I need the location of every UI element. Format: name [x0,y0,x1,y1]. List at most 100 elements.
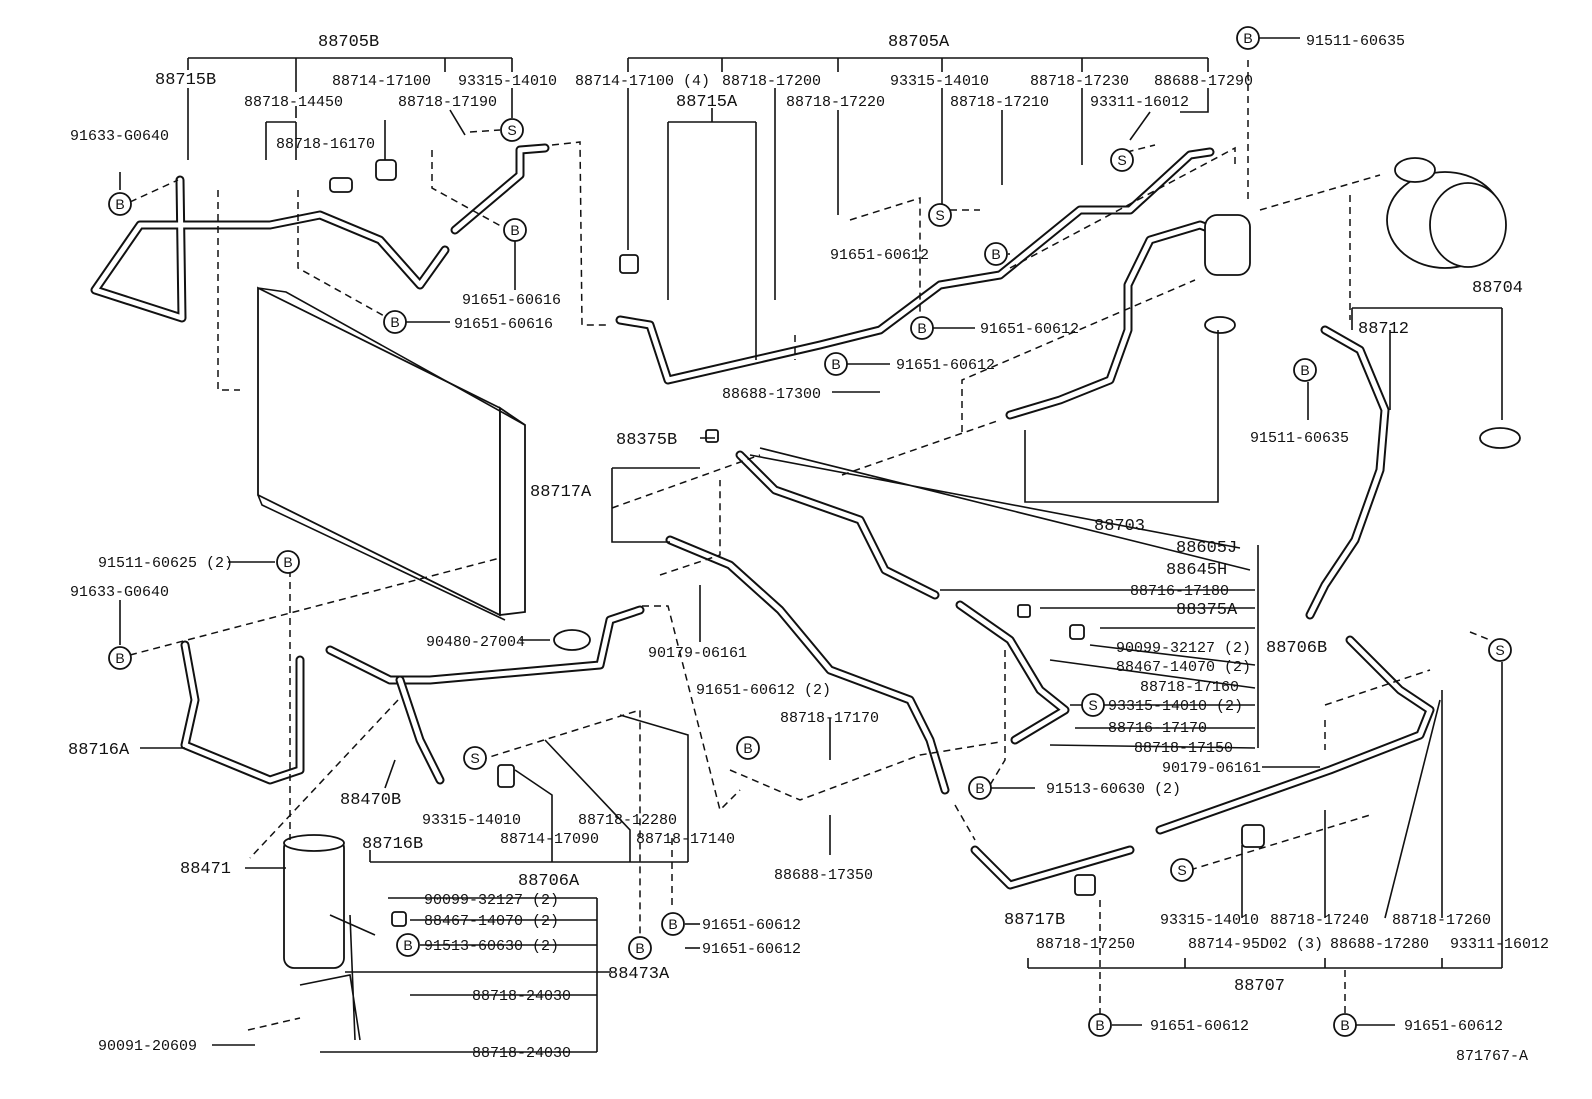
label-88718-17200: 88718-17200 [722,73,821,90]
label-93315-14010-c: 93315-14010 [422,812,521,829]
label-90099-32127-b: 90099-32127 (2) [424,892,559,909]
label-93315-14010-b: 93315-14010 [890,73,989,90]
svg-text:B: B [1243,30,1252,46]
label-93315-14010-2: 93315-14010 (2) [1108,698,1243,715]
svg-text:B: B [1300,362,1309,378]
label-91651-60612-c: 91651-60612 [896,357,995,374]
label-88706b: 88706B [1266,639,1327,658]
label-88718-17240: 88718-17240 [1270,912,1369,929]
svg-text:S: S [1088,697,1097,713]
svg-text:B: B [510,222,519,238]
label-90179-06161-a: 90179-06161 [648,645,747,662]
label-91511-60625: 91511-60625 (2) [98,555,233,572]
label-88471: 88471 [180,860,231,879]
svg-text:S: S [935,207,944,223]
label-88717b: 88717B [1004,911,1065,930]
leader-lines [119,37,1503,1053]
label-91633-g0640-b: 91633-G0640 [70,584,169,601]
label-91651-60612-g: 91651-60612 [1404,1018,1503,1035]
label-88718-17190: 88718-17190 [398,94,497,111]
svg-text:B: B [917,320,926,336]
label-91651-60612-b: 91651-60612 [980,321,1079,338]
label-88718-17210: 88718-17210 [950,94,1049,111]
label-88715b: 88715B [155,71,216,90]
svg-text:B: B [991,246,1000,262]
label-88605j: 88605J [1176,539,1237,558]
label-88716-17180: 88716-17180 [1130,583,1229,600]
svg-text:B: B [283,554,292,570]
label-88716a: 88716A [68,741,130,760]
condenser [257,286,526,621]
callout-s-badges: S S S S S S S [463,118,1512,882]
svg-text:B: B [115,196,124,212]
hoses-and-pipes [90,143,1435,1041]
label-93315-14010: 93315-14010 [458,73,557,90]
label-90480-27004: 90480-27004 [426,634,525,651]
label-88703: 88703 [1094,517,1145,536]
label-88714-17090: 88714-17090 [500,831,599,848]
label-91651-60612-e: 91651-60612 [702,941,801,958]
label-88716b: 88716B [362,835,423,854]
label-88717a: 88717A [530,483,592,502]
label-88688-17280: 88688-17280 [1330,936,1429,953]
label-91511-60635-b: 91511-60635 [1250,430,1349,447]
label-871767-a: 871767-A [1456,1048,1528,1065]
label-90099-32127-a: 90099-32127 (2) [1116,640,1251,657]
label-88718-17160: 88718-17160 [1140,679,1239,696]
label-91651-60612-a: 91651-60612 [830,247,929,264]
label-88718-12280: 88718-12280 [578,812,677,829]
svg-text:S: S [1495,642,1504,658]
label-88715a: 88715A [676,93,738,112]
svg-text:B: B [403,937,412,953]
label-88718-17140: 88718-17140 [636,831,735,848]
label-88712: 88712 [1358,320,1409,339]
label-88718-17220: 88718-17220 [786,94,885,111]
svg-text:B: B [831,356,840,372]
svg-text:B: B [115,650,124,666]
label-88714-17100-4: 88714-17100 (4) [575,73,710,90]
svg-text:S: S [1117,152,1126,168]
label-88375b: 88375B [616,431,677,450]
label-88706a: 88706A [518,872,580,891]
label-88718-17150: 88718-17150 [1134,740,1233,757]
label-88467-14070-a: 88467-14070 (2) [1116,659,1251,676]
label-88473a: 88473A [608,965,670,984]
label-88705b: 88705B [318,33,379,52]
label-93315-14010-d: 93315-14010 [1160,912,1259,929]
label-88688-17350: 88688-17350 [774,867,873,884]
label-91651-60612-d: 91651-60612 [702,917,801,934]
label-88714-95d02: 88714-95D02 (3) [1188,936,1323,953]
svg-text:B: B [635,940,644,956]
label-88718-14450: 88718-14450 [244,94,343,111]
label-88718-17230: 88718-17230 [1030,73,1129,90]
svg-text:B: B [1095,1017,1104,1033]
svg-text:S: S [470,750,479,766]
label-91633-g0640: 91633-G0640 [70,128,169,145]
label-93311-16012-b: 93311-16012 [1450,936,1549,953]
label-88375a: 88375A [1176,601,1238,620]
small-parts [329,159,1521,927]
svg-text:B: B [743,740,752,756]
label-88704: 88704 [1472,279,1523,298]
label-88467-14070-b: 88467-14070 (2) [424,913,559,930]
label-88707: 88707 [1234,977,1285,996]
label-88718-17260: 88718-17260 [1392,912,1491,929]
label-88716-17170: 88716-17170 [1108,720,1207,737]
label-90091-20609: 90091-20609 [98,1038,197,1055]
svg-text:B: B [1340,1017,1349,1033]
label-90179-06161-b: 90179-06161 [1162,760,1261,777]
compressor [1386,157,1507,269]
label-88718-24030-a: 88718-24030 [472,988,571,1005]
dashed-guides [129,60,1491,1031]
label-91651-60612-2: 91651-60612 (2) [696,682,831,699]
label-93311-16012-a: 93311-16012 [1090,94,1189,111]
label-91513-60630-b: 91513-60630 (2) [424,938,559,955]
receiver-drier [283,834,345,969]
label-88718-16170: 88718-16170 [276,136,375,153]
label-88718-17170: 88718-17170 [780,710,879,727]
label-91651-60612-f: 91651-60612 [1150,1018,1249,1035]
label-91651-60616-a: 91651-60616 [462,292,561,309]
svg-text:B: B [390,314,399,330]
